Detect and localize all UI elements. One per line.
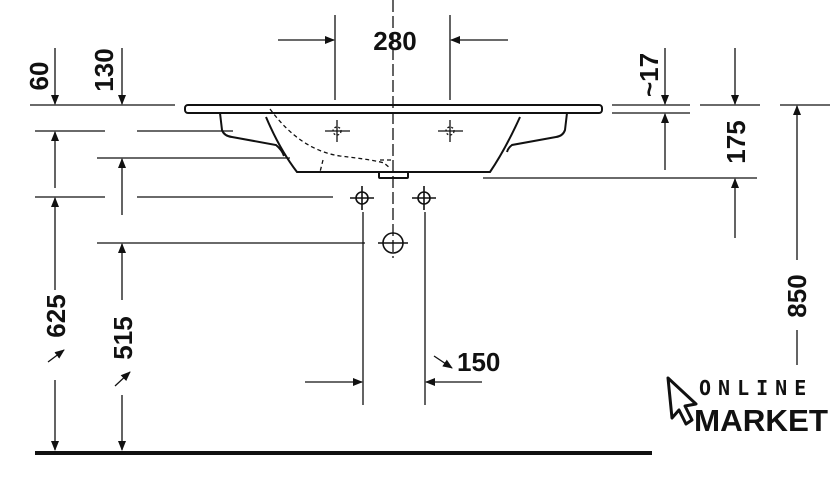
- logo-line1: ONLINE: [699, 376, 813, 400]
- dim-130: 130: [89, 48, 119, 91]
- dim-150: 150: [457, 347, 500, 377]
- logo-line2: MARKET: [694, 403, 828, 438]
- dim-17: ~17: [634, 53, 664, 97]
- dim-280: 280: [373, 26, 416, 56]
- tap-hole-marks: [325, 120, 463, 142]
- dimension-arrows: [47, 36, 801, 451]
- wall-fixing-holes: [350, 186, 436, 254]
- dim-60: 60: [24, 62, 54, 91]
- dim-625: 625: [41, 294, 71, 337]
- extension-lines: [30, 15, 830, 405]
- dim-175: 175: [721, 120, 751, 163]
- dim-515: 515: [108, 316, 138, 359]
- dim-850: 850: [782, 274, 812, 317]
- overflow-channel-hidden: [269, 108, 393, 173]
- online-market-logo: ONLINE MARKET: [666, 376, 828, 438]
- cursor-arrow-icon: [666, 376, 698, 426]
